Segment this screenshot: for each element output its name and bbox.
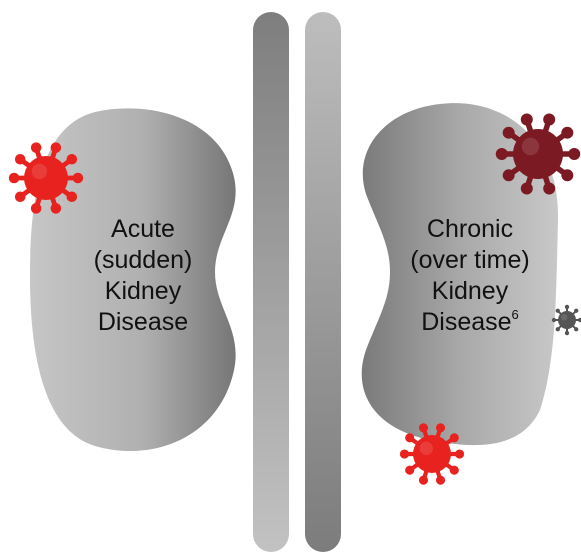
label-line: Kidney xyxy=(58,276,228,307)
acute-kidney-disease-label: Acute (sudden) Kidney Disease xyxy=(58,214,228,338)
label-line: (sudden) xyxy=(58,245,228,276)
virus-icon xyxy=(552,305,581,335)
right-tube xyxy=(305,12,341,552)
label-line: Kidney xyxy=(385,276,555,307)
label-line: (over time) xyxy=(385,245,555,276)
label-line: Disease xyxy=(421,308,511,336)
left-tube xyxy=(253,12,289,552)
label-line: Chronic xyxy=(385,214,555,245)
footnote-marker: 6 xyxy=(512,307,519,322)
label-line: Disease xyxy=(58,307,228,338)
label-line: Acute xyxy=(58,214,228,245)
label-line-with-footnote: Disease6 xyxy=(385,307,555,338)
chronic-kidney-disease-label: Chronic (over time) Kidney Disease6 xyxy=(385,214,555,338)
